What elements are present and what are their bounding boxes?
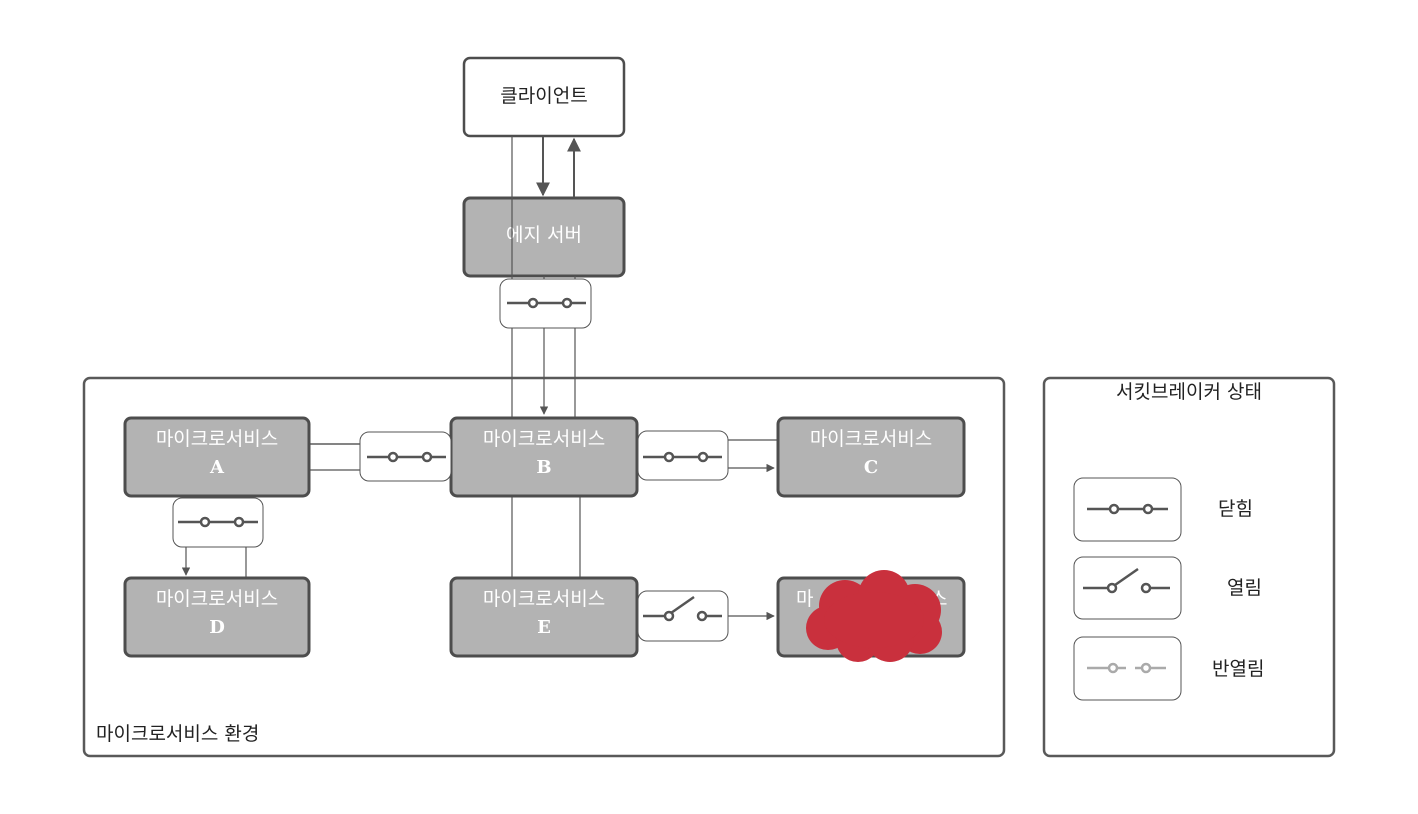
service-d-label: 마이크로서비스 [156, 588, 278, 610]
switch-half-open-icon [1087, 662, 1166, 674]
switch-open-icon [1083, 567, 1170, 594]
legend-closed-label: 닫힘 [1218, 498, 1253, 520]
breaker-a-b[interactable] [359, 431, 452, 482]
service-e[interactable]: 마이크로서비스 E [449, 576, 639, 658]
environment-label: 마이크로서비스 환경 [96, 723, 259, 745]
legend-title: 서킷브레이커 상태 [1116, 381, 1262, 403]
service-b-id: B [536, 457, 551, 478]
service-e-id: E [537, 617, 551, 638]
service-d-id: D [209, 617, 225, 638]
legend-open: 열림 [1073, 556, 1262, 620]
service-f-failed[interactable]: 마 스 [776, 570, 966, 662]
legend-half-open: 반열림 [1073, 636, 1264, 701]
legend-half-open-label: 반열림 [1212, 658, 1264, 680]
breaker-a-d[interactable] [172, 497, 264, 548]
edge-server-label: 에지 서버 [506, 224, 582, 246]
legend-closed: 닫힘 [1073, 477, 1253, 542]
service-a-id: A [209, 457, 225, 478]
service-e-label: 마이크로서비스 [483, 588, 605, 610]
legend-open-label: 열림 [1227, 577, 1262, 599]
service-d[interactable]: 마이크로서비스 D [123, 576, 311, 658]
failure-cloud-icon [806, 570, 942, 662]
service-a-label: 마이크로서비스 [156, 428, 278, 450]
service-f-label-left: 마 [796, 588, 813, 610]
breaker-edge-b[interactable] [499, 278, 592, 329]
client-label: 클라이언트 [500, 85, 587, 107]
breaker-b-c[interactable] [637, 430, 729, 481]
legend-panel [1042, 376, 1336, 758]
service-c-label: 마이크로서비스 [810, 428, 932, 450]
breaker-e-f-open[interactable] [637, 590, 729, 642]
switch-open-icon [643, 595, 722, 622]
client-box[interactable] [462, 56, 626, 138]
service-b[interactable]: 마이크로서비스 B [449, 416, 639, 498]
service-b-label: 마이크로서비스 [483, 428, 605, 450]
service-c[interactable]: 마이크로서비스 C [776, 416, 966, 498]
service-c-id: C [864, 457, 878, 478]
service-a[interactable]: 마이크로서비스 A [123, 416, 311, 498]
